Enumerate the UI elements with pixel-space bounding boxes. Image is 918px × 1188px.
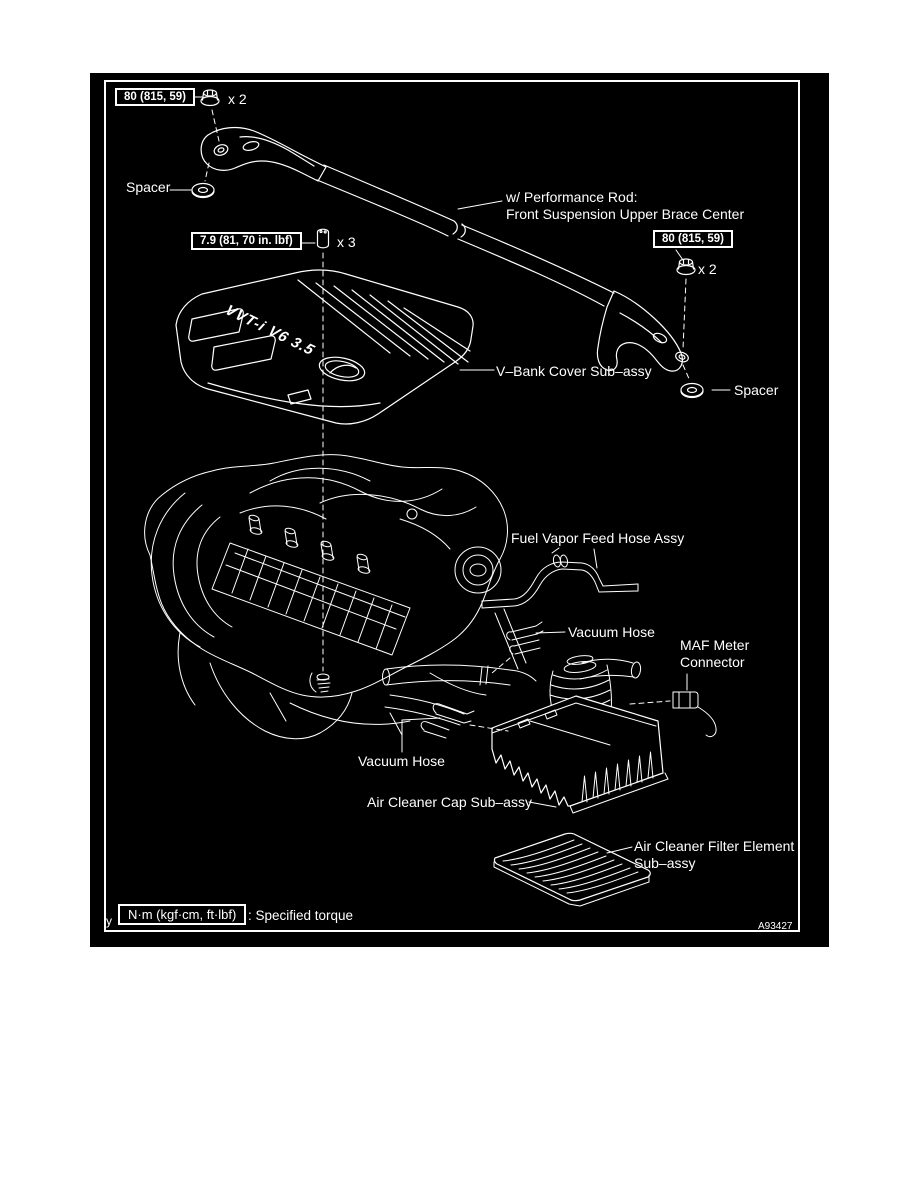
fuel-vapor-hose-drawing — [482, 548, 638, 608]
torque-callout-cover-bolts: 7.9 (81, 70 in. lbf) — [191, 232, 302, 250]
label-maf-meter-connector: MAF Meter Connector — [680, 637, 749, 671]
torque-callout-brace-right: 80 (815, 59) — [653, 230, 734, 248]
label-performance-rod-line1: w/ Performance Rod: — [506, 189, 638, 205]
label-maf-line1: MAF Meter — [680, 637, 750, 653]
corner-mark: y — [106, 914, 112, 928]
fastener-count: x 2 — [698, 261, 717, 277]
label-vbank-cover: V–Bank Cover Sub–assy — [496, 363, 652, 379]
label-spacer-right: Spacer — [734, 382, 779, 398]
maf-connector-drawing — [673, 692, 716, 737]
air-hose-drawing — [383, 665, 537, 725]
air-cleaner-cap-drawing — [492, 696, 668, 813]
air-filter-drawing — [494, 833, 650, 906]
torque-callout-brace-left: 80 (815, 59) — [115, 88, 196, 106]
engine-assembly-drawing — [145, 455, 526, 739]
label-performance-rod-line2: Front Suspension Upper Brace Center — [506, 206, 745, 222]
label-vacuum-hose-lower: Vacuum Hose — [358, 753, 445, 769]
label-maf-line2: Connector — [680, 654, 745, 670]
stud-bolt-icon — [316, 228, 330, 249]
label-performance-rod: w/ Performance Rod: Front Suspension Upp… — [506, 189, 744, 223]
exploded-view-drawing: VVT-i V6 3.5 — [90, 89, 829, 947]
spacer-washer-icon — [680, 382, 704, 399]
fastener-count: x 3 — [337, 234, 356, 250]
label-spacer-left: Spacer — [126, 179, 171, 195]
vbank-cover-drawing: VVT-i V6 3.5 — [176, 270, 473, 424]
diagram-border — [104, 80, 800, 932]
label-air-filter-line2: Sub–assy — [634, 855, 696, 871]
vacuum-hose-lower-drawing — [421, 704, 474, 738]
label-vacuum-hose-upper: Vacuum Hose — [568, 624, 655, 640]
legend-description: : Specified torque — [248, 908, 354, 923]
hex-nut-icon — [676, 258, 696, 276]
label-air-filter-line1: Air Cleaner Filter Element — [634, 838, 795, 854]
diagram-plate: VVT-i V6 3.5 — [90, 73, 829, 947]
assembly-dashed-lines — [205, 110, 690, 731]
label-leader-lines — [170, 97, 730, 853]
label-fuel-vapor-hose: Fuel Vapor Feed Hose Assy — [511, 530, 685, 546]
vacuum-hose-upper-drawing — [507, 622, 543, 654]
label-air-filter: Air Cleaner Filter Element Sub–assy — [634, 838, 794, 872]
hex-nut-icon — [200, 89, 220, 107]
spacer-washer-icon — [191, 182, 215, 199]
fastener-count: x 2 — [228, 91, 247, 107]
label-air-cleaner-cap: Air Cleaner Cap Sub–assy — [367, 794, 532, 810]
figure-id: A93427 — [758, 921, 793, 932]
legend-torque-unit-box: N·m (kgf·cm, ft·lbf) — [118, 904, 247, 925]
suspension-brace-drawing — [201, 128, 690, 372]
